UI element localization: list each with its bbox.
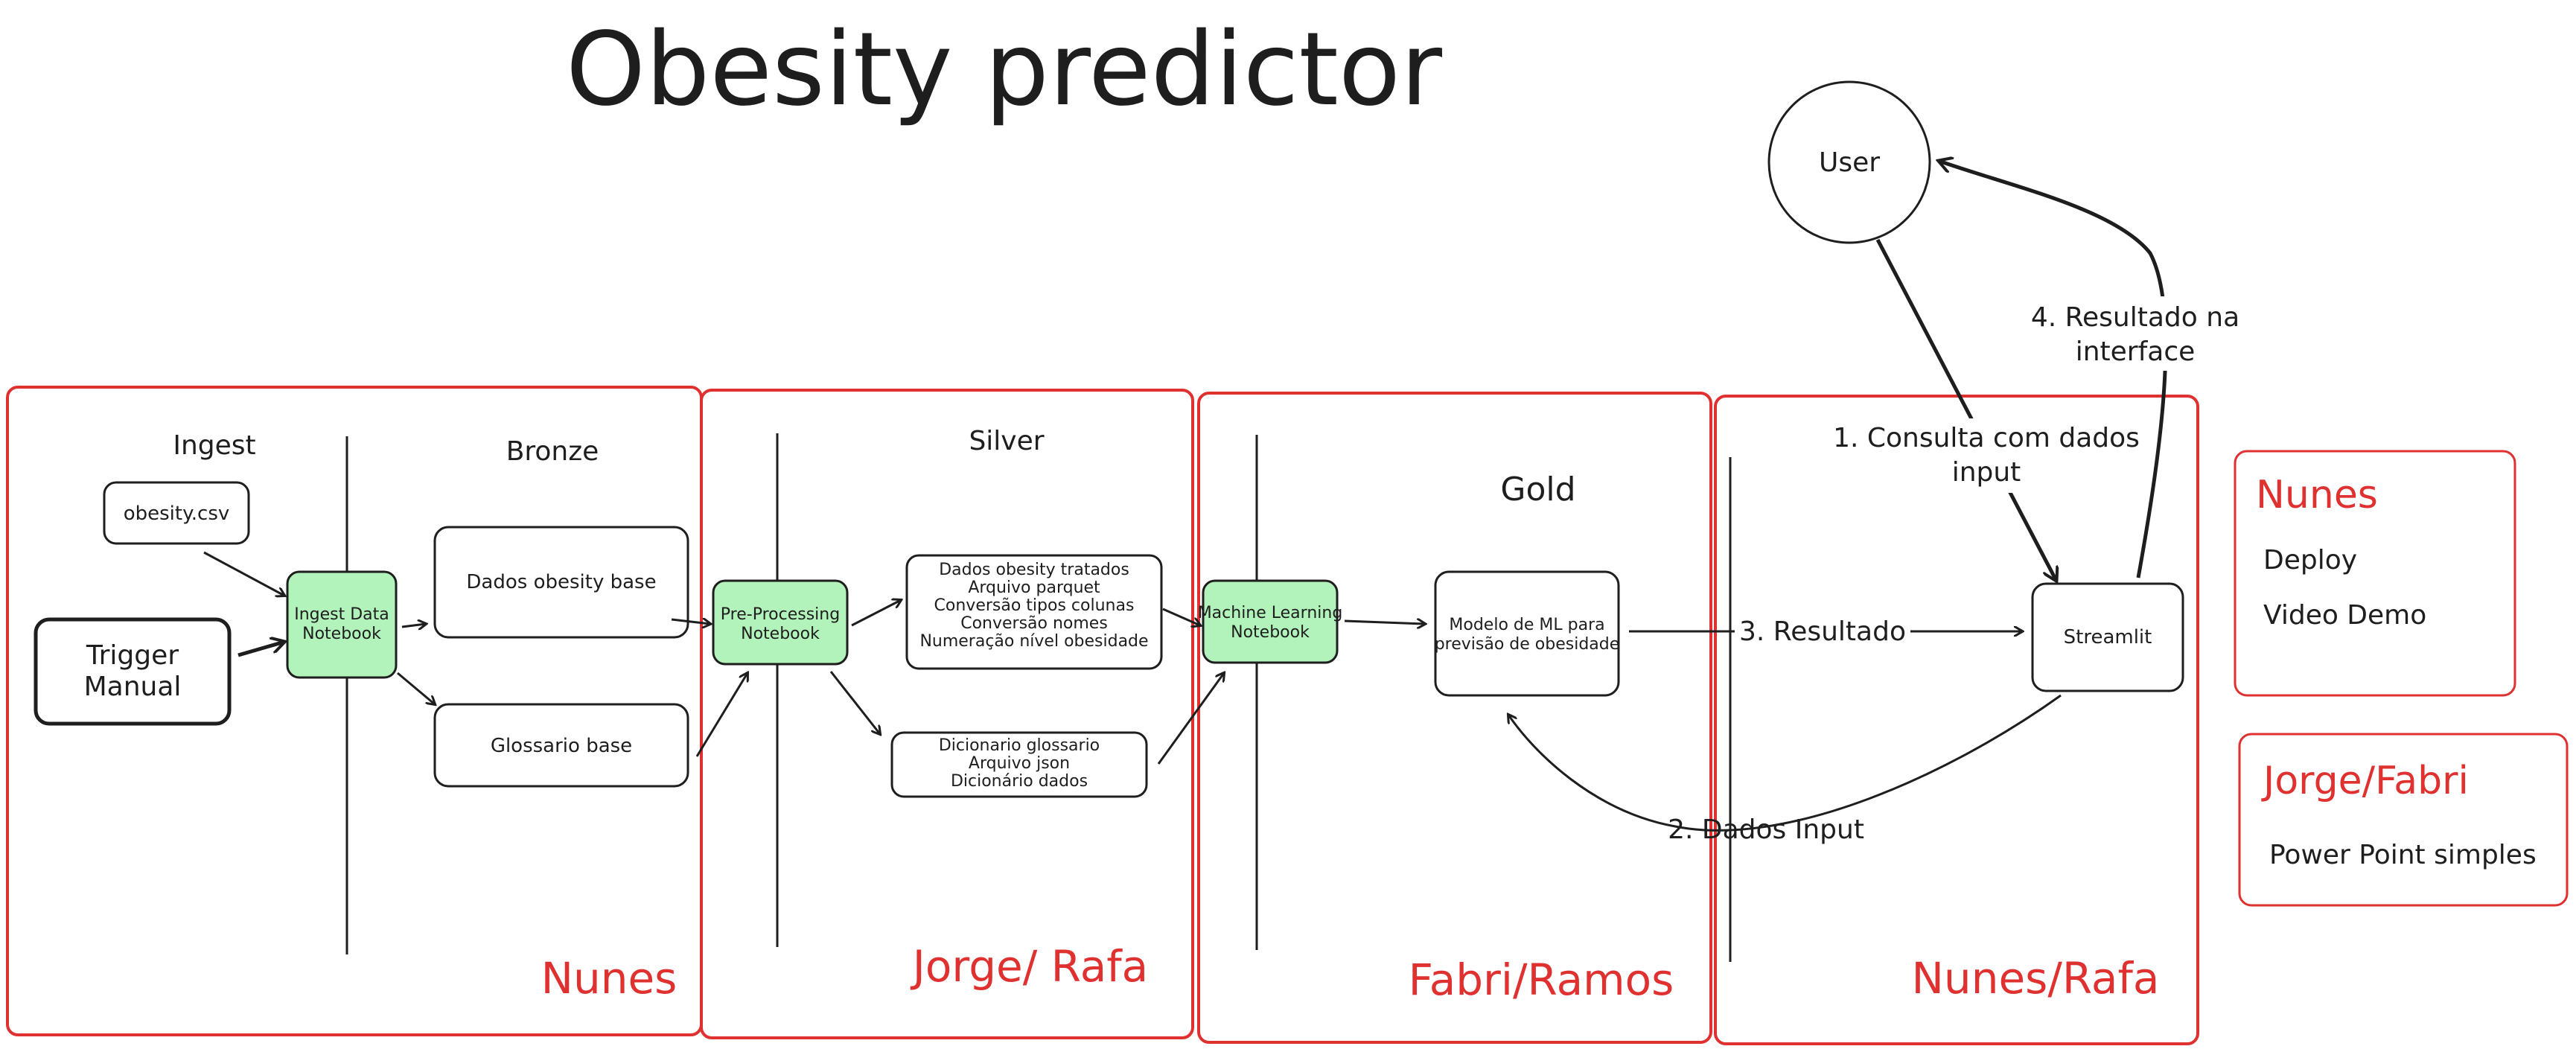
resultado-interface-line2: interface [2076, 337, 2196, 367]
user-label: User [1819, 147, 1880, 178]
arrow-ingest-to-dados [401, 624, 426, 627]
tratados-line3: Conversão tipos colunas [934, 596, 1135, 615]
side-card-nunes-item2: Video Demo [2263, 600, 2426, 631]
dados-obesity-base-node [433, 526, 689, 639]
resultado-interface-line1: 4. Resultado na [2031, 302, 2239, 333]
dados-input-label: 2. Dados Input [1668, 814, 1864, 845]
team-zone4: Nunes/Rafa [1912, 953, 2160, 1004]
dicionario-node [890, 731, 1148, 798]
consulta-label-line2: input [1952, 457, 2021, 488]
streamlit-node [2031, 582, 2184, 692]
gold-label: Gold [1500, 471, 1575, 509]
team-zone2: Jorge/ Rafa [911, 941, 1148, 992]
dados-tratados-node [905, 554, 1163, 670]
trigger-manual-node [34, 617, 232, 726]
resultado-label: 3. Resultado [1739, 616, 1906, 647]
zone-serving [1714, 395, 2199, 1045]
modelo-ml-line2: previsão de obesidade [1435, 635, 1620, 654]
glossario-base-node [433, 703, 689, 788]
side-card-nunes-item1: Deploy [2263, 545, 2357, 576]
arrow-ml-to-modelo [1344, 621, 1425, 624]
consulta-label-bg [1833, 418, 2138, 493]
preprocessing-notebook-line1: Pre-Processing [721, 605, 840, 624]
team-zone1: Nunes [541, 953, 678, 1004]
resultado-interface-bg [2025, 296, 2248, 371]
ingest-label: Ingest [173, 430, 255, 461]
arrow-streamlit-to-modelo [1508, 694, 2062, 832]
tratados-line4: Conversão nomes [960, 614, 1108, 633]
tratados-line2: Arquivo parquet [968, 578, 1100, 597]
arrow-csv-to-ingest [203, 551, 284, 596]
modelo-ml-node [1434, 570, 1620, 697]
user-node [1767, 80, 1931, 244]
preprocessing-notebook-line2: Notebook [741, 625, 820, 643]
side-card-jorge-fabri-item1: Power Point simples [2269, 840, 2537, 870]
trigger-label-line2: Manual [84, 672, 182, 702]
ml-notebook-line1: Machine Learning [1198, 604, 1343, 622]
ingest-notebook-line1: Ingest Data [294, 605, 389, 624]
trigger-label-line1: Trigger [86, 640, 179, 671]
team-zone3: Fabri/Ramos [1409, 954, 1674, 1005]
dados-obesity-base-label: Dados obesity base [466, 571, 656, 593]
tratados-line1: Dados obesity tratados [939, 561, 1129, 579]
arrow-dados-to-preproc [671, 619, 710, 624]
side-card-jorge-fabri-title: Jorge/Fabri [2261, 759, 2469, 803]
bronze-label: Bronze [506, 436, 599, 467]
arrow-ingest-to-glossario [397, 672, 435, 704]
arrow-glossario-to-preproc [695, 673, 747, 757]
dicionario-line1: Dicionario glossario [939, 736, 1100, 755]
streamlit-label: Streamlit [2064, 626, 2152, 648]
arrow-preproc-to-tratados [851, 600, 901, 627]
side-card-nunes [2234, 450, 2516, 697]
silver-label: Silver [969, 426, 1044, 456]
ingest-notebook-node [286, 570, 398, 679]
modelo-ml-line1: Modelo de ML para [1449, 616, 1604, 634]
resultado-label-bg [1735, 611, 1910, 651]
obesity-csv-node [103, 481, 250, 545]
arrow-trigger-to-ingest [237, 642, 284, 657]
arrow-user-to-streamlit [1875, 238, 2056, 581]
arrow-tratados-to-ml [1162, 608, 1200, 625]
ingest-notebook-line2: Notebook [302, 625, 381, 643]
arrow-preproc-to-dicionario [829, 671, 880, 734]
consulta-label-line1: 1. Consulta com dados [1833, 423, 2140, 453]
diagram-title: Obesity predictor [566, 11, 1442, 129]
zone-gold [1197, 392, 1712, 1044]
glossario-base-label: Glossario base [491, 735, 632, 757]
dicionario-line3: Dicionário dados [951, 772, 1088, 791]
tratados-line5: Numeração nível obesidade [919, 632, 1148, 651]
side-card-jorge-fabri [2238, 733, 2569, 907]
ml-notebook-node [1202, 579, 1339, 664]
preprocessing-notebook-node [712, 579, 849, 666]
side-card-nunes-title: Nunes [2256, 473, 2378, 517]
obesity-csv-label: obesity.csv [124, 503, 230, 525]
zone-silver [700, 389, 1194, 1039]
arrow-dicionario-to-ml [1157, 673, 1224, 765]
arrow-streamlit-to-user [1939, 161, 2168, 578]
ml-notebook-line2: Notebook [1231, 623, 1310, 642]
dicionario-line2: Arquivo json [969, 754, 1070, 773]
